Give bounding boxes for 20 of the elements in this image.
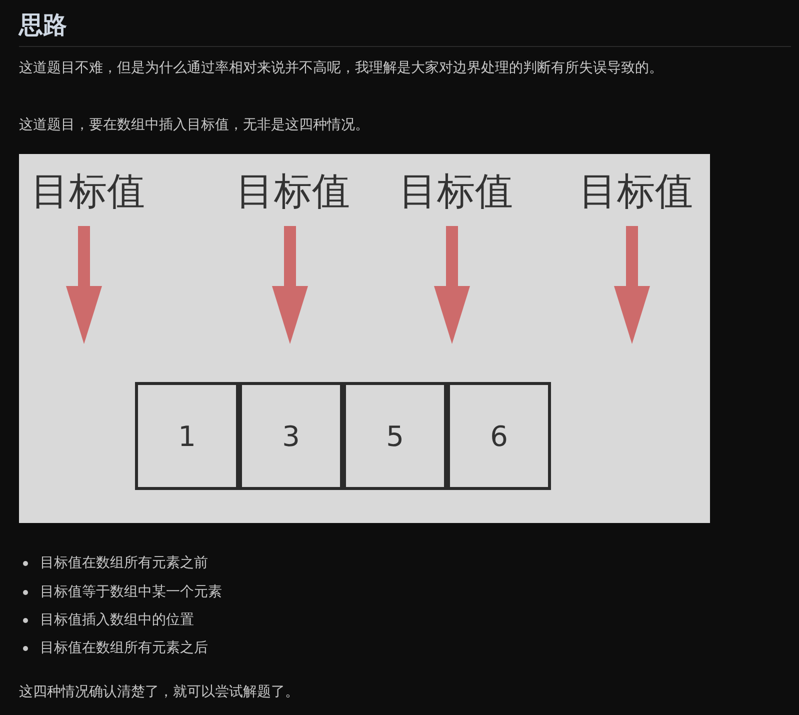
arrow [434,226,470,344]
target-value-label: 目标值 [18,166,158,216]
arrow [272,226,308,344]
array-cell: 1 [135,382,239,490]
list-item: 目标值插入数组中的位置 [40,611,194,630]
paragraph: 这四种情况确认清楚了，就可以尝试解题了。 [19,683,299,702]
array-cell: 5 [343,382,447,490]
target-value-label: 目标值 [386,166,526,216]
array-cell: 6 [447,382,551,490]
section-heading: 思路 [19,10,67,41]
paragraph: 这道题目，要在数组中插入目标值，无非是这四种情况。 [19,116,369,135]
paragraph: 这道题目不难，但是为什么通过率相对来说并不高呢，我理解是大家对边界处理的判断有所失误导致的。 [19,59,663,78]
target-value-label: 目标值 [223,166,363,216]
array-cell: 3 [239,382,343,490]
target-value-label: 目标值 [566,166,706,216]
list-item: 目标值在数组所有元素之后 [40,639,208,658]
list-item: 目标值在数组所有元素之前 [40,554,208,573]
arrow [66,226,102,344]
arrow [614,226,650,344]
list-item: 目标值等于数组中某一个元素 [40,583,222,602]
